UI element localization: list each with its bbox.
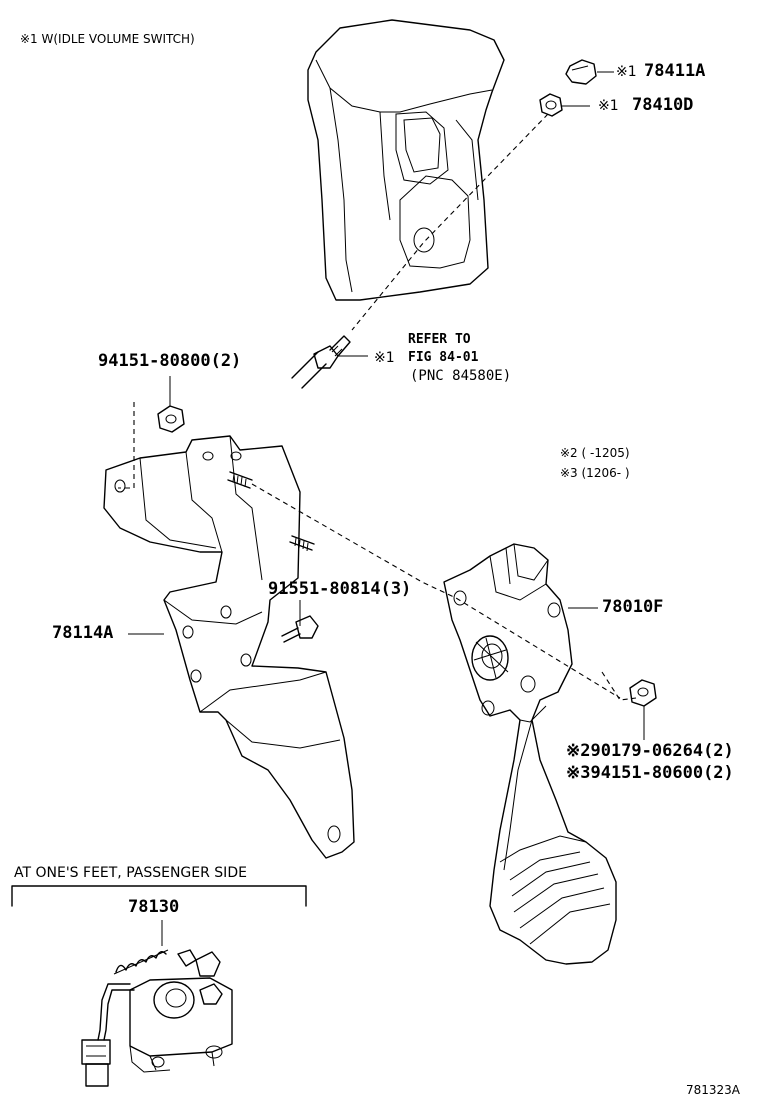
inset-frame xyxy=(11,885,307,907)
idle-volume-switch-drawing xyxy=(291,335,351,389)
part-number-78410D[interactable]: 78410D xyxy=(632,95,694,115)
figure-code: 781323A xyxy=(686,1083,741,1097)
part-number-94151-80600[interactable]: ※394151-80600(2) xyxy=(566,763,734,783)
mark-78411A: ※1 xyxy=(616,64,637,80)
bolt-91551-80814-drawing xyxy=(281,615,319,643)
part-number-78114A[interactable]: 78114A xyxy=(52,623,114,643)
nut-78410D-drawing xyxy=(539,93,563,117)
pedal-cover-panel xyxy=(307,19,505,301)
cap-78411A-drawing xyxy=(565,59,597,85)
part-number-78130[interactable]: 78130 xyxy=(128,897,180,917)
leader-lines xyxy=(128,71,645,740)
mark-78410D: ※1 xyxy=(598,98,619,114)
accelerator-pedal-78010F-drawing xyxy=(443,543,617,965)
assembly-axis-left xyxy=(118,402,135,489)
inset-title: AT ONE'S FEET, PASSENGER SIDE xyxy=(14,865,247,881)
pedal-bracket-78114A-drawing xyxy=(103,435,355,859)
assembly-axis-right-end xyxy=(601,671,637,701)
part-number-94151-80800[interactable]: 94151-80800(2) xyxy=(98,351,242,371)
refer-to-line: REFER TO xyxy=(408,332,471,347)
part-number-78010F[interactable]: 78010F xyxy=(602,597,664,617)
assembly-axis-upper xyxy=(351,113,549,331)
nut-90179-06264-drawing xyxy=(629,679,657,707)
note-serial-range-3: ※3 (1206- ) xyxy=(560,466,630,480)
part-number-78411A[interactable]: 78411A xyxy=(644,61,706,81)
nut-94151-80800-drawing xyxy=(157,405,185,433)
note-serial-range-2: ※2 ( -1205) xyxy=(560,446,630,460)
part-number-91551-80814[interactable]: 91551-80814(3) xyxy=(268,579,412,599)
note-idle-volume-switch: ※1 W(IDLE VOLUME SWITCH) xyxy=(20,32,195,46)
part-number-90179-06264[interactable]: ※290179-06264(2) xyxy=(566,741,734,761)
switch-assembly-78130-drawing xyxy=(81,949,233,1087)
mark-switch: ※1 xyxy=(374,350,395,366)
refer-pnc: (PNC 84580E) xyxy=(410,368,512,384)
refer-figure-link[interactable]: FIG 84-01 xyxy=(408,350,479,365)
